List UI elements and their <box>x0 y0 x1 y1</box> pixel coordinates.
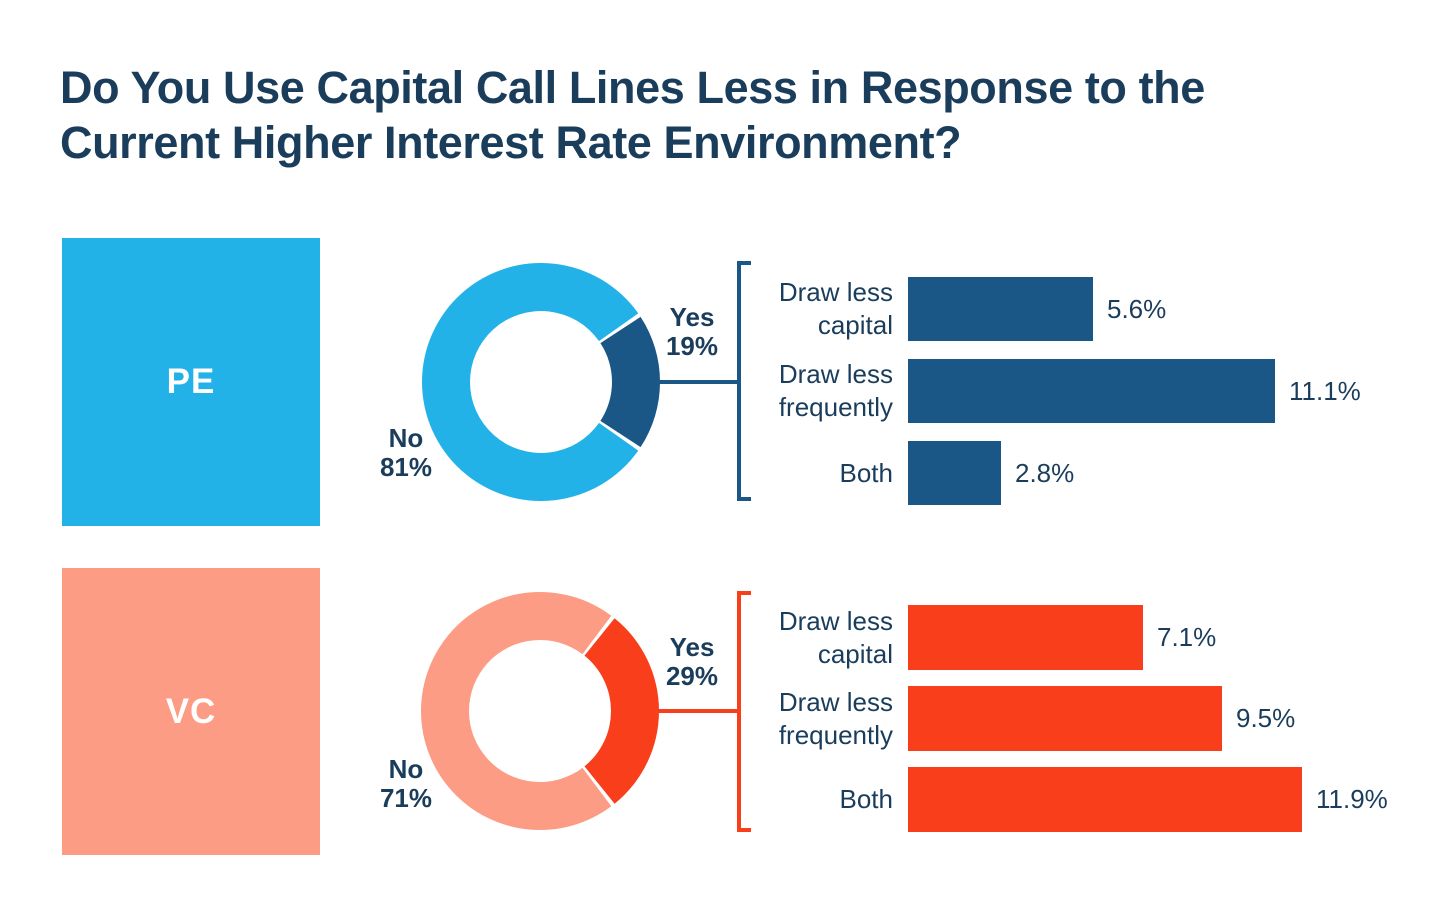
chart-title-line-1: Do You Use Capital Call Lines Less in Re… <box>60 62 1205 113</box>
vc-bracket <box>737 591 751 832</box>
bar-draw-less-capital <box>908 605 1143 670</box>
pe-category-box: PE <box>62 238 320 526</box>
bar-category-label: Both <box>839 784 894 814</box>
vc-category-label: VC <box>165 691 217 731</box>
bar-value-label: 11.1% <box>1289 375 1361 406</box>
vc-bar-row-draw-less-capital: Draw less capital 7.1% <box>750 605 1388 670</box>
bar-value-label: 2.8% <box>1015 457 1075 488</box>
bar-both <box>908 767 1302 832</box>
vc-no-text: No <box>388 754 424 784</box>
vc-yes-pct: 29% <box>665 661 719 691</box>
pe-connector-line <box>659 380 737 384</box>
vc-bar-row-draw-less-frequently: Draw less frequently 9.5% <box>750 686 1388 751</box>
bar-value-label: 11.9% <box>1316 784 1388 814</box>
pe-donut-chart <box>422 263 660 501</box>
pe-bar-row-both: Both 2.8% <box>750 441 1361 505</box>
bar-draw-less-capital <box>908 277 1093 341</box>
chart-title: Do You Use Capital Call Lines Less in Re… <box>60 60 1205 170</box>
bar-category-label: Both <box>839 457 894 488</box>
pe-bracket <box>737 261 751 501</box>
pe-no-pct: 81% <box>379 452 433 482</box>
pe-bar-chart: Draw less capital 5.6% Draw less frequen… <box>750 277 1361 523</box>
vc-yes-text: Yes <box>669 632 715 662</box>
bar-category-label: Draw less frequently <box>778 686 893 750</box>
bar-value-label: 5.6% <box>1107 293 1167 324</box>
bar-both <box>908 441 1001 505</box>
vc-bar-chart: Draw less capital 7.1% Draw less frequen… <box>750 605 1388 848</box>
bar-value-label: 7.1% <box>1157 622 1217 652</box>
pe-no-text: No <box>388 423 424 453</box>
pe-yes-pct: 19% <box>665 331 719 361</box>
bar-category-label: Draw less capital <box>778 277 893 340</box>
pe-category-label: PE <box>166 362 216 401</box>
vc-no-pct: 71% <box>379 783 433 813</box>
chart-title-line-2: Current Higher Interest Rate Environment… <box>60 117 962 168</box>
bar-draw-less-frequently <box>908 686 1222 751</box>
pe-bar-row-draw-less-frequently: Draw less frequently 11.1% <box>750 359 1361 423</box>
pe-bar-row-draw-less-capital: Draw less capital 5.6% <box>750 277 1361 341</box>
bar-draw-less-frequently <box>908 359 1275 423</box>
vc-category-box: VC <box>62 568 320 855</box>
vc-connector-line <box>658 709 737 713</box>
vc-bar-row-both: Both 11.9% <box>750 767 1388 832</box>
pe-yes-text: Yes <box>669 302 715 332</box>
bar-value-label: 9.5% <box>1236 703 1296 733</box>
bar-category-label: Draw less frequently <box>778 359 893 422</box>
vc-donut-chart <box>421 592 660 830</box>
bar-category-label: Draw less capital <box>778 605 893 669</box>
